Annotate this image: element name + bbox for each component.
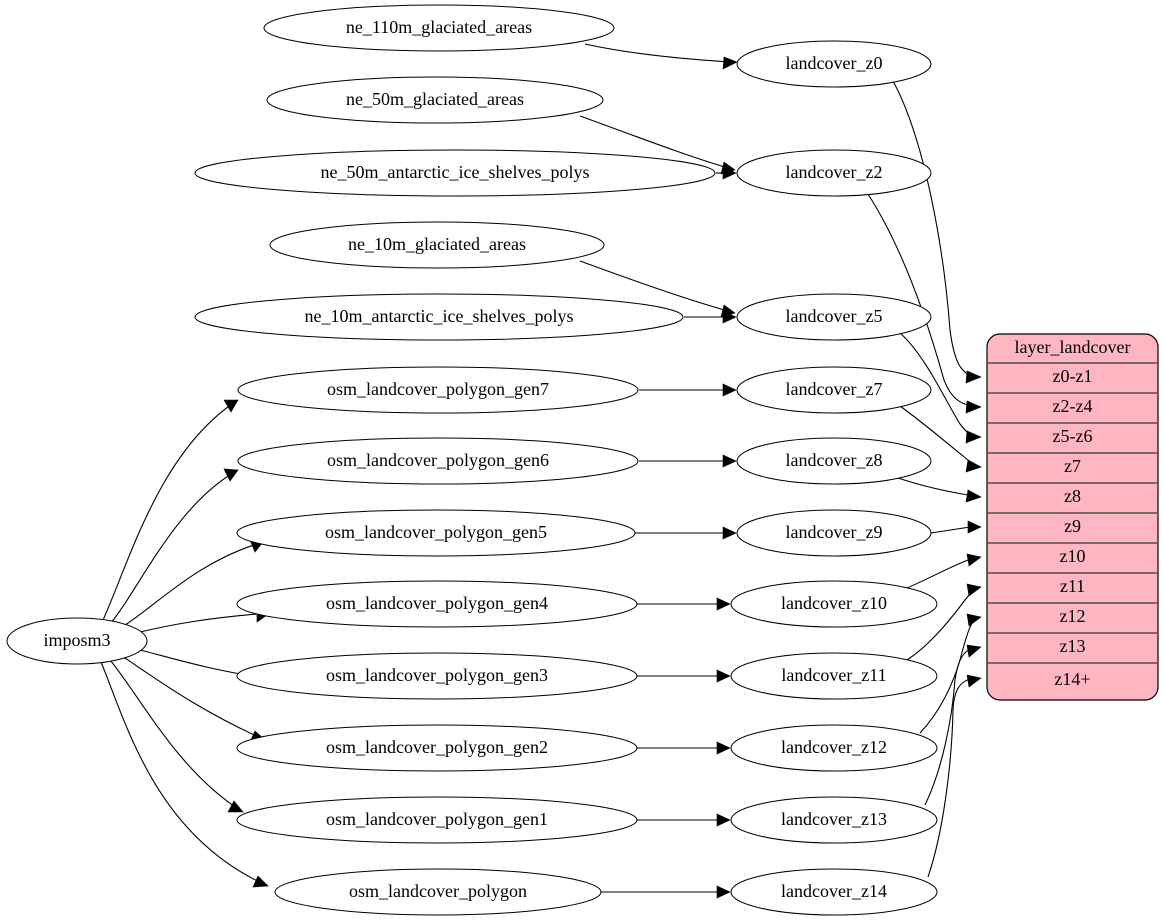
edge-ne50m-antarctic-to-z2 bbox=[716, 166, 737, 180]
edge-layer bbox=[100, 43, 982, 899]
node-landcover-z9[interactable]: landcover_z9 bbox=[736, 509, 932, 557]
node-ne-10m-antarctic-ice-shelves-polys-label: ne_10m_antarctic_ice_shelves_polys bbox=[305, 306, 574, 326]
node-landcover-z12-label: landcover_z12 bbox=[781, 737, 887, 757]
table-row-z8-label: z8 bbox=[1064, 486, 1081, 506]
edge-imposm3-to-osm-gen5 bbox=[121, 539, 264, 628]
node-landcover-z11-label: landcover_z11 bbox=[781, 665, 886, 685]
node-ne-10m-glaciated-areas-label: ne_10m_glaciated_areas bbox=[348, 234, 526, 254]
edge-gen2-to-z12 bbox=[637, 741, 731, 755]
node-landcover-z0[interactable]: landcover_z0 bbox=[736, 40, 932, 88]
node-landcover-z8[interactable]: landcover_z8 bbox=[736, 437, 932, 485]
node-landcover-z5-label: landcover_z5 bbox=[786, 306, 883, 326]
edge-gen3-to-z11 bbox=[637, 669, 731, 683]
edge-imposm3-to-osm-gen7 bbox=[102, 399, 239, 621]
node-landcover-z0-label: landcover_z0 bbox=[786, 53, 883, 73]
node-landcover-z2-label: landcover_z2 bbox=[786, 162, 883, 182]
edge-gen1-to-z13 bbox=[637, 813, 731, 827]
node-landcover-z10[interactable]: landcover_z10 bbox=[730, 580, 938, 628]
edge-imposm3-to-osm-gen4 bbox=[139, 609, 271, 633]
edge-z7-to-row-z7 bbox=[899, 405, 982, 473]
node-landcover-z14-label: landcover_z14 bbox=[781, 881, 887, 901]
node-landcover-z13[interactable]: landcover_z13 bbox=[730, 796, 938, 844]
node-osm-landcover-polygon-label: osm_landcover_polygon bbox=[349, 881, 527, 901]
node-osm-landcover-polygon-gen6[interactable]: osm_landcover_polygon_gen6 bbox=[237, 437, 639, 485]
layer-landcover-table[interactable]: layer_landcover z0-z1 z2-z4 z5-z6 z7 z8 … bbox=[986, 333, 1159, 701]
edge-ne10m-antarctic-to-z5 bbox=[684, 310, 737, 324]
node-landcover-z2[interactable]: landcover_z2 bbox=[736, 149, 932, 197]
node-landcover-z7[interactable]: landcover_z7 bbox=[736, 366, 932, 414]
node-landcover-z12[interactable]: landcover_z12 bbox=[730, 724, 938, 772]
node-osm-landcover-polygon-gen3[interactable]: osm_landcover_polygon_gen3 bbox=[236, 652, 638, 700]
node-osm-landcover-polygon-gen5[interactable]: osm_landcover_polygon_gen5 bbox=[236, 509, 636, 557]
node-ne-50m-glaciated-areas-label: ne_50m_glaciated_areas bbox=[346, 89, 524, 109]
node-ne-10m-antarctic-ice-shelves-polys[interactable]: ne_10m_antarctic_ice_shelves_polys bbox=[194, 293, 684, 341]
node-osm-landcover-polygon-gen3-label: osm_landcover_polygon_gen3 bbox=[326, 665, 548, 685]
node-osm-landcover-polygon[interactable]: osm_landcover_polygon bbox=[274, 868, 602, 916]
node-osm-landcover-polygon-gen5-label: osm_landcover_polygon_gen5 bbox=[325, 522, 547, 542]
edge-z2-to-row-z2z4 bbox=[865, 190, 982, 414]
node-osm-landcover-polygon-gen6-label: osm_landcover_polygon_gen6 bbox=[327, 450, 549, 470]
node-ne-50m-antarctic-ice-shelves-polys[interactable]: ne_50m_antarctic_ice_shelves_polys bbox=[194, 149, 716, 197]
node-osm-landcover-polygon-gen7-label: osm_landcover_polygon_gen7 bbox=[327, 379, 549, 399]
node-landcover-z14[interactable]: landcover_z14 bbox=[730, 868, 938, 916]
edge-imposm3-to-osm-gen2 bbox=[121, 655, 266, 743]
node-landcover-z8-label: landcover_z8 bbox=[786, 450, 883, 470]
node-ne-110m-glaciated-areas[interactable]: ne_110m_glaciated_areas bbox=[263, 4, 615, 52]
edge-gen7-to-z7 bbox=[639, 383, 737, 397]
table-row-z11-label: z11 bbox=[1060, 576, 1085, 596]
node-osm-landcover-polygon-gen1-label: osm_landcover_polygon_gen1 bbox=[326, 809, 548, 829]
node-landcover-z9-label: landcover_z9 bbox=[786, 522, 883, 542]
edge-z5-to-row-z5z6 bbox=[899, 332, 982, 444]
node-osm-landcover-polygon-gen7[interactable]: osm_landcover_polygon_gen7 bbox=[237, 366, 639, 414]
edge-imposm3-to-osm-gen6 bbox=[109, 468, 239, 625]
edge-imposm3-to-osm-gen1 bbox=[109, 659, 244, 813]
edge-z11-to-row-z11 bbox=[906, 583, 982, 661]
edge-polygon-to-z14 bbox=[601, 885, 731, 899]
edge-gen4-to-z10 bbox=[637, 597, 731, 611]
table-row-z2-z4-label: z2-z4 bbox=[1053, 396, 1093, 416]
edge-z10-to-row-z10 bbox=[906, 553, 982, 589]
edge-z13-to-row-z13 bbox=[924, 644, 982, 806]
table-row-z10-label: z10 bbox=[1060, 546, 1086, 566]
table-row-z9-label: z9 bbox=[1064, 516, 1081, 536]
node-ne-50m-antarctic-ice-shelves-polys-label: ne_50m_antarctic_ice_shelves_polys bbox=[321, 162, 590, 182]
node-osm-landcover-polygon-gen2-label: osm_landcover_polygon_gen2 bbox=[326, 737, 548, 757]
node-landcover-z7-label: landcover_z7 bbox=[786, 379, 883, 399]
table-row-z0-z1-label: z0-z1 bbox=[1053, 366, 1093, 386]
edge-imposm3-to-osm-polygon bbox=[100, 661, 269, 888]
node-osm-landcover-polygon-gen2[interactable]: osm_landcover_polygon_gen2 bbox=[236, 724, 638, 772]
node-landcover-z5[interactable]: landcover_z5 bbox=[736, 293, 932, 341]
edge-z8-to-row-z8 bbox=[897, 477, 982, 503]
table-row-z13-label: z13 bbox=[1060, 636, 1086, 656]
node-imposm3[interactable]: imposm3 bbox=[6, 617, 148, 665]
node-ne-10m-glaciated-areas[interactable]: ne_10m_glaciated_areas bbox=[269, 221, 605, 269]
node-landcover-z11[interactable]: landcover_z11 bbox=[730, 652, 938, 700]
node-landcover-z13-label: landcover_z13 bbox=[781, 809, 887, 829]
edge-ne110m-to-z0 bbox=[584, 43, 738, 70]
node-ne-110m-glaciated-areas-label: ne_110m_glaciated_areas bbox=[346, 17, 532, 37]
node-landcover-z10-label: landcover_z10 bbox=[781, 593, 887, 613]
edge-gen6-to-z8 bbox=[639, 454, 737, 468]
edge-gen5-to-z9 bbox=[634, 526, 737, 540]
edge-z0-to-row-z0z1 bbox=[892, 80, 982, 384]
edge-z9-to-row-z9 bbox=[930, 520, 982, 534]
node-ne-50m-glaciated-areas[interactable]: ne_50m_glaciated_areas bbox=[266, 76, 604, 124]
table-row-z7-label: z7 bbox=[1064, 456, 1081, 476]
node-osm-landcover-polygon-gen4-label: osm_landcover_polygon_gen4 bbox=[326, 593, 548, 613]
node-osm-landcover-polygon-gen4[interactable]: osm_landcover_polygon_gen4 bbox=[236, 580, 638, 628]
table-row-z12-label: z12 bbox=[1060, 606, 1086, 626]
table-header-label: layer_landcover bbox=[1015, 337, 1131, 357]
table-row-z14plus-label: z14+ bbox=[1054, 669, 1090, 689]
node-imposm3-label: imposm3 bbox=[43, 630, 110, 650]
node-osm-landcover-polygon-gen1[interactable]: osm_landcover_polygon_gen1 bbox=[236, 796, 638, 844]
edge-z14-to-row-z14plus bbox=[927, 674, 982, 878]
table-row-z5-z6-label: z5-z6 bbox=[1053, 426, 1093, 446]
